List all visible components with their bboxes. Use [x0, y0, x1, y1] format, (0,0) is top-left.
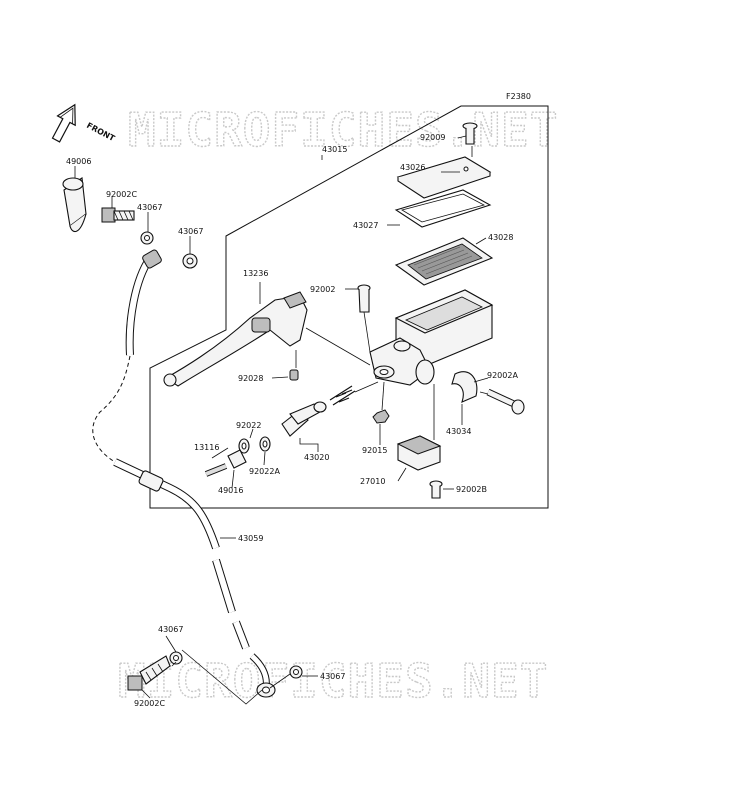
part-43026-cap [396, 156, 492, 199]
label-92002b: 92002B [456, 485, 487, 494]
part-13116-pushrod [204, 463, 228, 477]
label-92009: 92009 [420, 133, 445, 142]
label-43026: 43026 [400, 163, 425, 172]
part-43028-diaphragm [394, 237, 494, 286]
label-43027: 43027 [353, 221, 378, 230]
label-92022a: 92022A [249, 467, 280, 476]
label-43015: 43015 [322, 145, 347, 154]
label-43059: 43059 [238, 534, 263, 543]
label-13116: 13116 [194, 443, 219, 452]
leader-lines [74, 135, 489, 699]
part-43020-piston-assembly [281, 385, 356, 437]
label-43067-b: 43067 [178, 227, 203, 236]
front-arrow-icon [51, 103, 76, 143]
part-92028-pin [289, 369, 299, 381]
label-43067-d: 43067 [320, 672, 345, 681]
label-43067-a: 43067 [137, 203, 162, 212]
label-92022: 92022 [236, 421, 261, 430]
watermark-top: MICROFICHES.NET [128, 103, 558, 157]
part-49006-boot [62, 177, 87, 233]
part-13236-lever [163, 291, 308, 387]
label-92002c-top: 92002C [106, 190, 137, 199]
part-43027-gasket [394, 189, 492, 228]
part-92015-nut [372, 409, 390, 424]
part-92022a-washer [259, 436, 271, 452]
clutch-hose [92, 249, 276, 698]
part-92002c-bottom-bolt [127, 655, 171, 691]
part-labels: 49006 92002C 43067 43067 43015 92009 430… [66, 133, 518, 708]
part-27010-switch [396, 435, 442, 471]
label-27010: 27010 [360, 477, 385, 486]
label-43067-c: 43067 [158, 625, 183, 634]
front-label: FRONT [85, 121, 117, 144]
label-92002: 92002 [310, 285, 335, 294]
part-92009-screw [462, 122, 478, 145]
label-92028: 92028 [238, 374, 263, 383]
label-13236: 13236 [243, 269, 268, 278]
figure-id: F2380 [506, 92, 531, 101]
label-49006: 49006 [66, 157, 91, 166]
label-43028: 43028 [488, 233, 513, 242]
assembly-frame [149, 105, 549, 509]
assembly-guide-lines [171, 146, 489, 705]
label-92015: 92015 [362, 446, 387, 455]
part-92002a-bolt [486, 388, 525, 415]
label-92002a: 92002A [487, 371, 518, 380]
part-49016-dust-boot [227, 449, 247, 469]
label-43034: 43034 [446, 427, 471, 436]
part-92022-seal [238, 438, 250, 454]
part-master-cylinder-body [369, 289, 494, 386]
part-92002b-screw [429, 480, 443, 499]
part-92002-pivot-bolt [357, 284, 371, 313]
part-92002c-top-bolt [101, 207, 135, 223]
label-43020: 43020 [304, 453, 329, 462]
label-49016: 49016 [218, 486, 243, 495]
watermark-bottom: MICROFICHES.NET [118, 654, 548, 708]
part-43034-clamp [451, 371, 478, 403]
label-92002c-bottom: 92002C [134, 699, 165, 708]
